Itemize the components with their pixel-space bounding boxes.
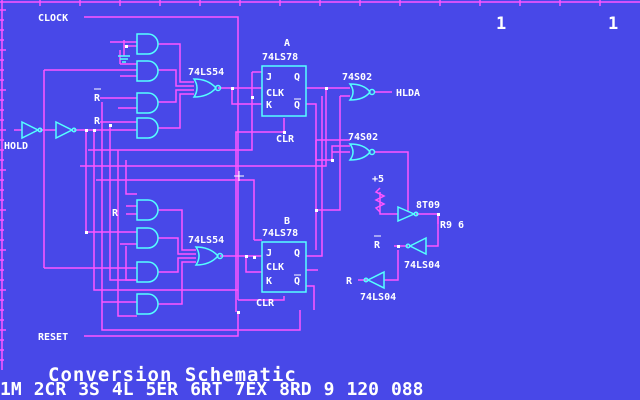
inverter-lower[interactable] <box>366 270 385 290</box>
part-74ls54-bottom: 74LS54 <box>188 235 224 246</box>
chip-b-pin-k: K <box>266 276 272 287</box>
aoi-gate-bottom[interactable] <box>194 246 220 266</box>
top-ruler <box>0 0 640 6</box>
aoi-gate-top[interactable] <box>192 78 218 98</box>
fkey-6[interactable]: 6RT <box>190 379 223 400</box>
inverter-upper[interactable] <box>408 236 427 256</box>
chip-b-pin-q: Q <box>294 248 300 259</box>
pullup-resistor <box>374 187 386 213</box>
hold-label: HOLD <box>4 141 28 152</box>
part-74ls54-top: 74LS54 <box>188 67 224 78</box>
r-label-2: R <box>112 208 119 219</box>
chip-a-pin-clk: CLK <box>266 88 284 99</box>
counter-right: 1 <box>608 14 619 34</box>
hold-buffer-2[interactable] <box>55 120 74 140</box>
left-ruler <box>0 0 6 370</box>
ground-symbol <box>118 55 130 63</box>
chip-b-clr: CLR <box>256 298 275 309</box>
chip-a-pin-j: J <box>266 72 272 83</box>
fkey-5[interactable]: 5ER <box>145 379 179 400</box>
cursor-crosshair <box>234 171 244 181</box>
chip-b-pin-j: J <box>266 248 272 259</box>
chip-a-name: A <box>284 38 290 49</box>
and-gate-5[interactable] <box>136 199 159 221</box>
chip-b-pin-clk: CLK <box>266 262 284 273</box>
fkey-9[interactable]: 9 <box>323 379 335 400</box>
plus5-label: +5 <box>372 174 384 185</box>
and-gate-4[interactable] <box>136 117 159 139</box>
fkey-1[interactable]: 1M <box>0 379 22 400</box>
r-bar-label-2: R <box>374 240 381 251</box>
pin-r96: R9 6 <box>440 220 464 231</box>
and-gate-7[interactable] <box>136 261 159 283</box>
bt09-buffer[interactable] <box>397 205 416 223</box>
schematic-title: Conversion Schematic <box>48 364 297 386</box>
counter-left: 1 <box>496 14 507 34</box>
part-74s02-top: 74S02 <box>342 72 372 83</box>
status-value-2: 088 <box>391 379 424 400</box>
and-gate-8[interactable] <box>136 293 159 315</box>
fkey-7[interactable]: 7EX <box>234 379 268 400</box>
reset-label: RESET <box>38 332 68 343</box>
chip-a-part: 74LS78 <box>262 52 298 63</box>
jk-flipflop-b[interactable] <box>261 241 307 293</box>
chip-b-pin-qbar: Q <box>294 276 300 287</box>
part-8t09: 8T09 <box>416 200 440 211</box>
and-gates-top[interactable] <box>136 33 159 139</box>
r-label-3: R <box>346 276 353 287</box>
junctions <box>85 45 440 314</box>
chip-a-pin-k: K <box>266 100 272 111</box>
and-gate-3[interactable] <box>136 92 159 114</box>
jk-flipflop-a[interactable] <box>261 65 307 117</box>
fkey-2[interactable]: 2CR <box>33 379 67 400</box>
status-value-1: 120 <box>346 379 379 400</box>
part-74ls04-upper: 74LS04 <box>404 260 440 271</box>
clock-label: CLOCK <box>38 13 68 24</box>
nor-gate-hlda[interactable] <box>348 83 371 101</box>
r-label-1: R <box>94 116 101 127</box>
part-74s02-bottom: 74S02 <box>348 132 378 143</box>
r-bar-label-1: R <box>94 93 101 104</box>
fkey-8[interactable]: 8RD <box>279 379 312 400</box>
and-gates-bottom[interactable] <box>136 199 159 315</box>
fkey-3[interactable]: 3S <box>78 379 100 400</box>
and-gate-1[interactable] <box>136 33 159 55</box>
nor-gate-2[interactable] <box>348 143 371 161</box>
hlda-label: HLDA <box>396 88 420 99</box>
chip-b-name: B <box>284 216 290 227</box>
fkey-4[interactable]: 4L <box>111 379 134 400</box>
chip-a-pin-q: Q <box>294 72 300 83</box>
and-gate-6[interactable] <box>136 227 159 249</box>
part-74ls04-lower: 74LS04 <box>360 292 396 303</box>
and-gate-2[interactable] <box>136 60 159 82</box>
chip-b-part: 74LS78 <box>262 228 298 239</box>
chip-a-clr: CLR <box>276 134 295 145</box>
function-key-bar: 1M 2CR 3S 4L 5ER 6RT 7EX 8RD 9 120 088 <box>0 379 436 400</box>
chip-a-pin-qbar: Q <box>294 100 300 111</box>
hold-buffer-1[interactable] <box>21 120 40 140</box>
